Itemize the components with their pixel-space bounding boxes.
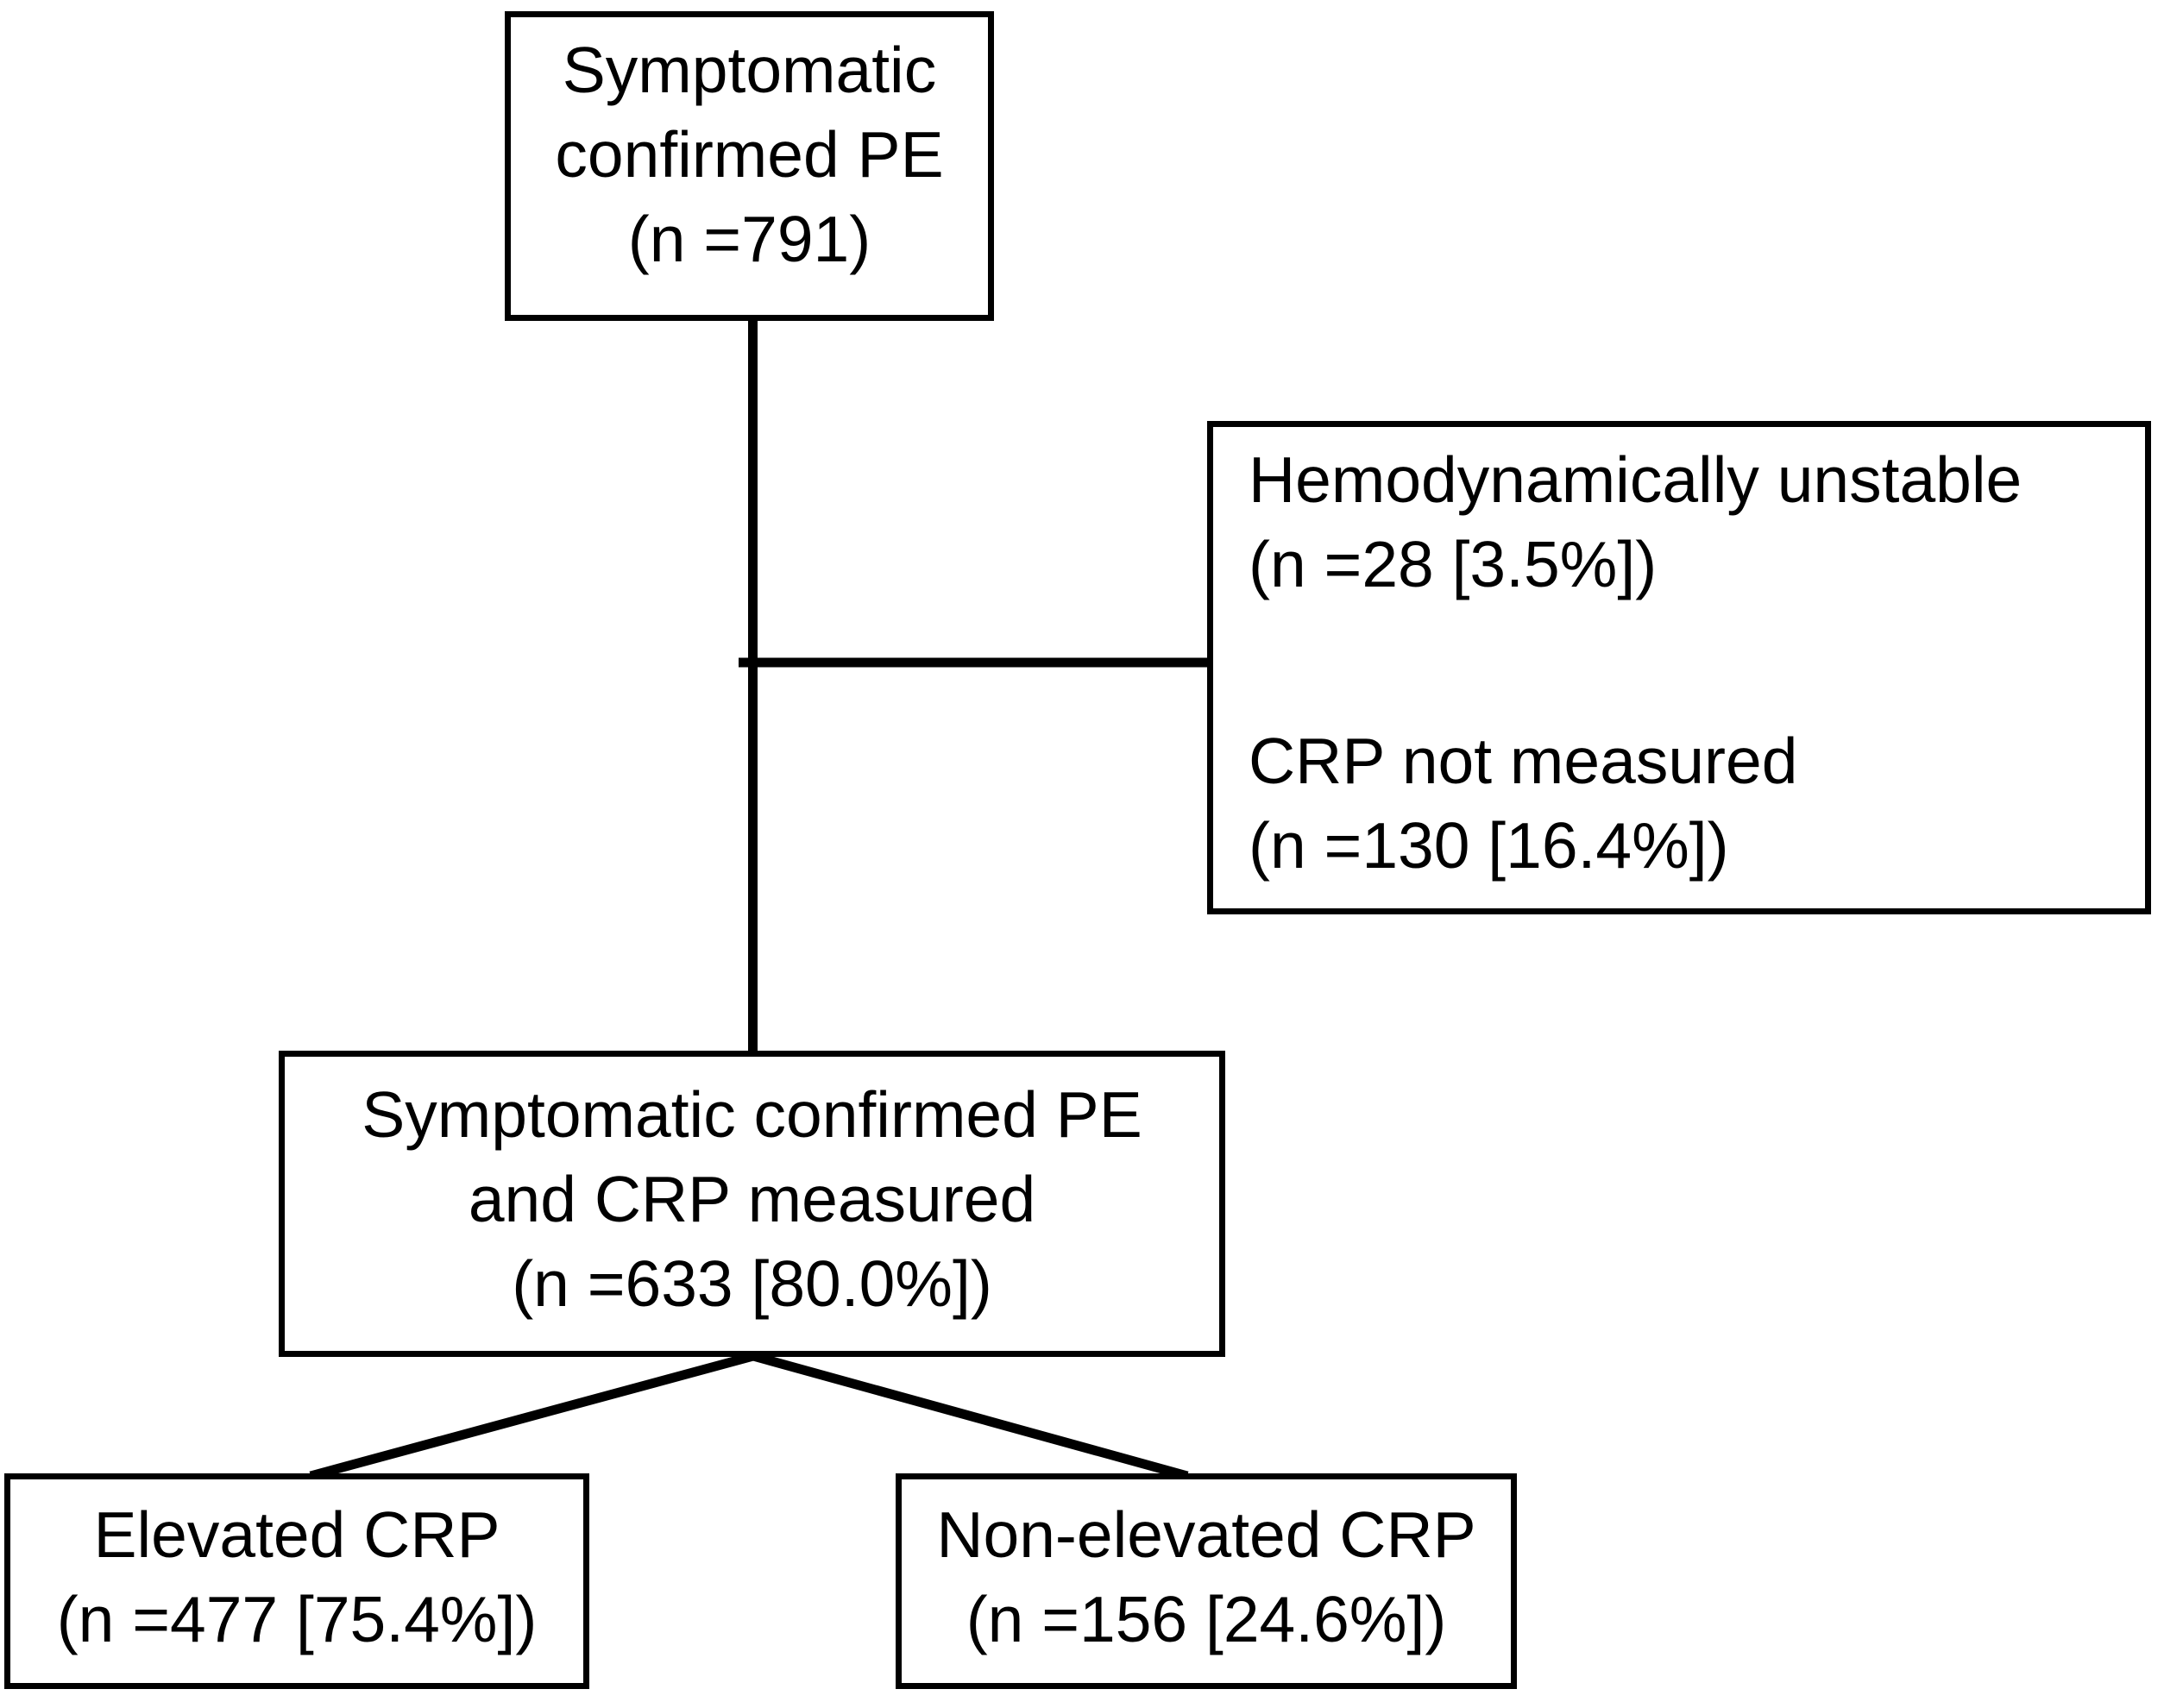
node-text-line: Symptomatic xyxy=(562,34,937,106)
node-text-line: and CRP measured xyxy=(468,1163,1036,1235)
node-non-elevated-crp: Non-elevated CRP (n =156 [24.6%]) xyxy=(896,1473,1517,1689)
node-text-line: (n =28 [3.5%]) xyxy=(1249,528,1658,600)
node-symptomatic-confirmed-pe: Symptomatic confirmed PE (n =791) xyxy=(505,11,994,321)
node-excluded-patients: Hemodynamically unstable (n =28 [3.5%]) … xyxy=(1207,421,2151,914)
node-elevated-crp: Elevated CRP (n =477 [75.4%]) xyxy=(4,1473,589,1689)
node-text-line: (n =130 [16.4%]) xyxy=(1249,809,1729,882)
node-text-line: (n =156 [24.6%]) xyxy=(966,1583,1447,1655)
node-text-line: Hemodynamically unstable xyxy=(1249,443,2022,516)
node-text-line: (n =477 [75.4%]) xyxy=(56,1583,538,1655)
connector-middle-to-elevated xyxy=(309,1351,755,1481)
node-text-line xyxy=(1249,606,2145,719)
node-pe-crp-measured: Symptomatic confirmed PE and CRP measure… xyxy=(279,1051,1225,1357)
connector-middle-to-nonelevated xyxy=(752,1351,1189,1481)
node-text-line: Symptomatic confirmed PE xyxy=(362,1078,1142,1151)
node-text-line: (n =791) xyxy=(627,203,871,275)
node-text-line: CRP not measured xyxy=(1249,725,1798,797)
node-text-line: Non-elevated CRP xyxy=(936,1498,1476,1571)
node-text-line: (n =633 [80.0%]) xyxy=(512,1247,992,1320)
node-text-line: Elevated CRP xyxy=(93,1498,500,1571)
node-text-line: confirmed PE xyxy=(555,118,944,191)
